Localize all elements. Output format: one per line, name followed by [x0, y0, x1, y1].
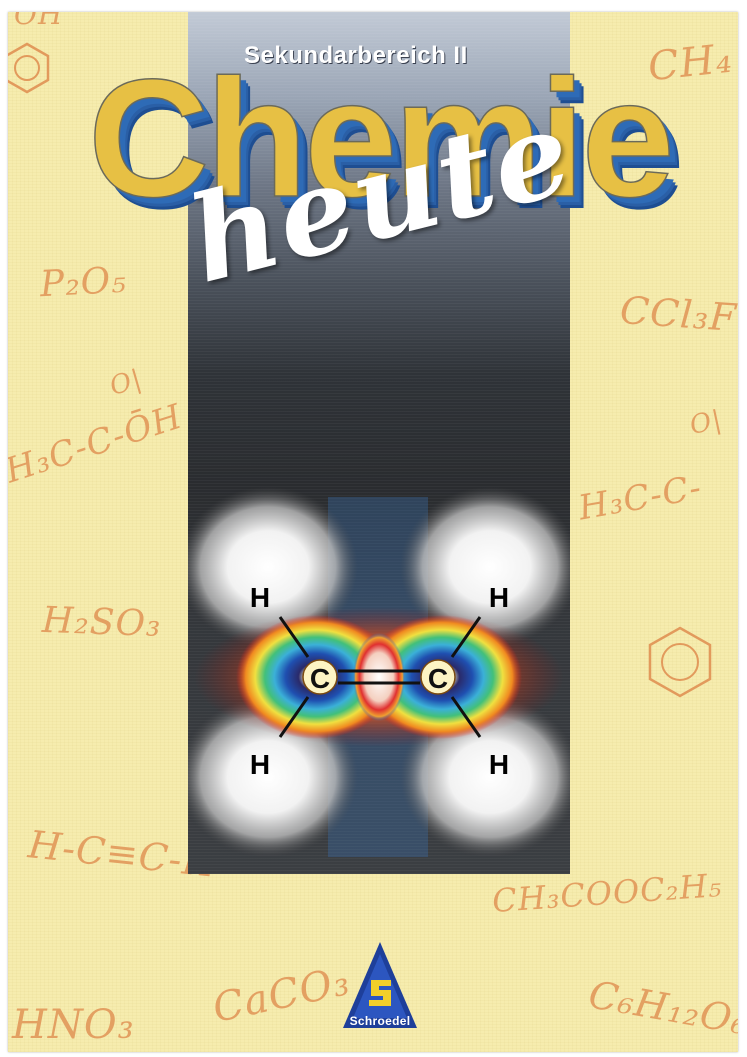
atom-hydrogen-bottom-right: H: [488, 749, 510, 780]
atom-carbon-right: C: [427, 663, 449, 694]
formula-p2o5: P₂O₅: [38, 259, 128, 306]
publisher-name: Schroedel: [349, 1014, 411, 1028]
schroedel-triangle-logo-icon: [343, 942, 417, 1028]
formula-ccl3f: CCl₃F: [618, 287, 738, 341]
formula-oh: OH: [14, 12, 64, 31]
atom-carbon-left: C: [309, 663, 331, 694]
book-cover: OH CH₄ P₂O₅ CCl₃F O| H₃C-C-ŌH O| H₃C-C- …: [8, 12, 738, 1052]
ethene-molecule-illustration: [188, 487, 570, 857]
atom-hydrogen-bottom-left: H: [249, 749, 271, 780]
benzene-ring-top-left-icon: [8, 42, 50, 94]
atom-hydrogen-top-left: H: [249, 582, 271, 613]
formula-h2so3: H₂SO₃: [41, 599, 163, 646]
publisher-logo: Schroedel: [341, 940, 419, 1032]
atom-hydrogen-top-right: H: [488, 582, 510, 613]
series-label: Sekundarbereich II: [244, 42, 468, 69]
formula-hno3: HNO₃: [12, 1002, 135, 1048]
book-title: Chemie: [87, 44, 675, 232]
benzene-ring-right-icon: [648, 626, 712, 698]
